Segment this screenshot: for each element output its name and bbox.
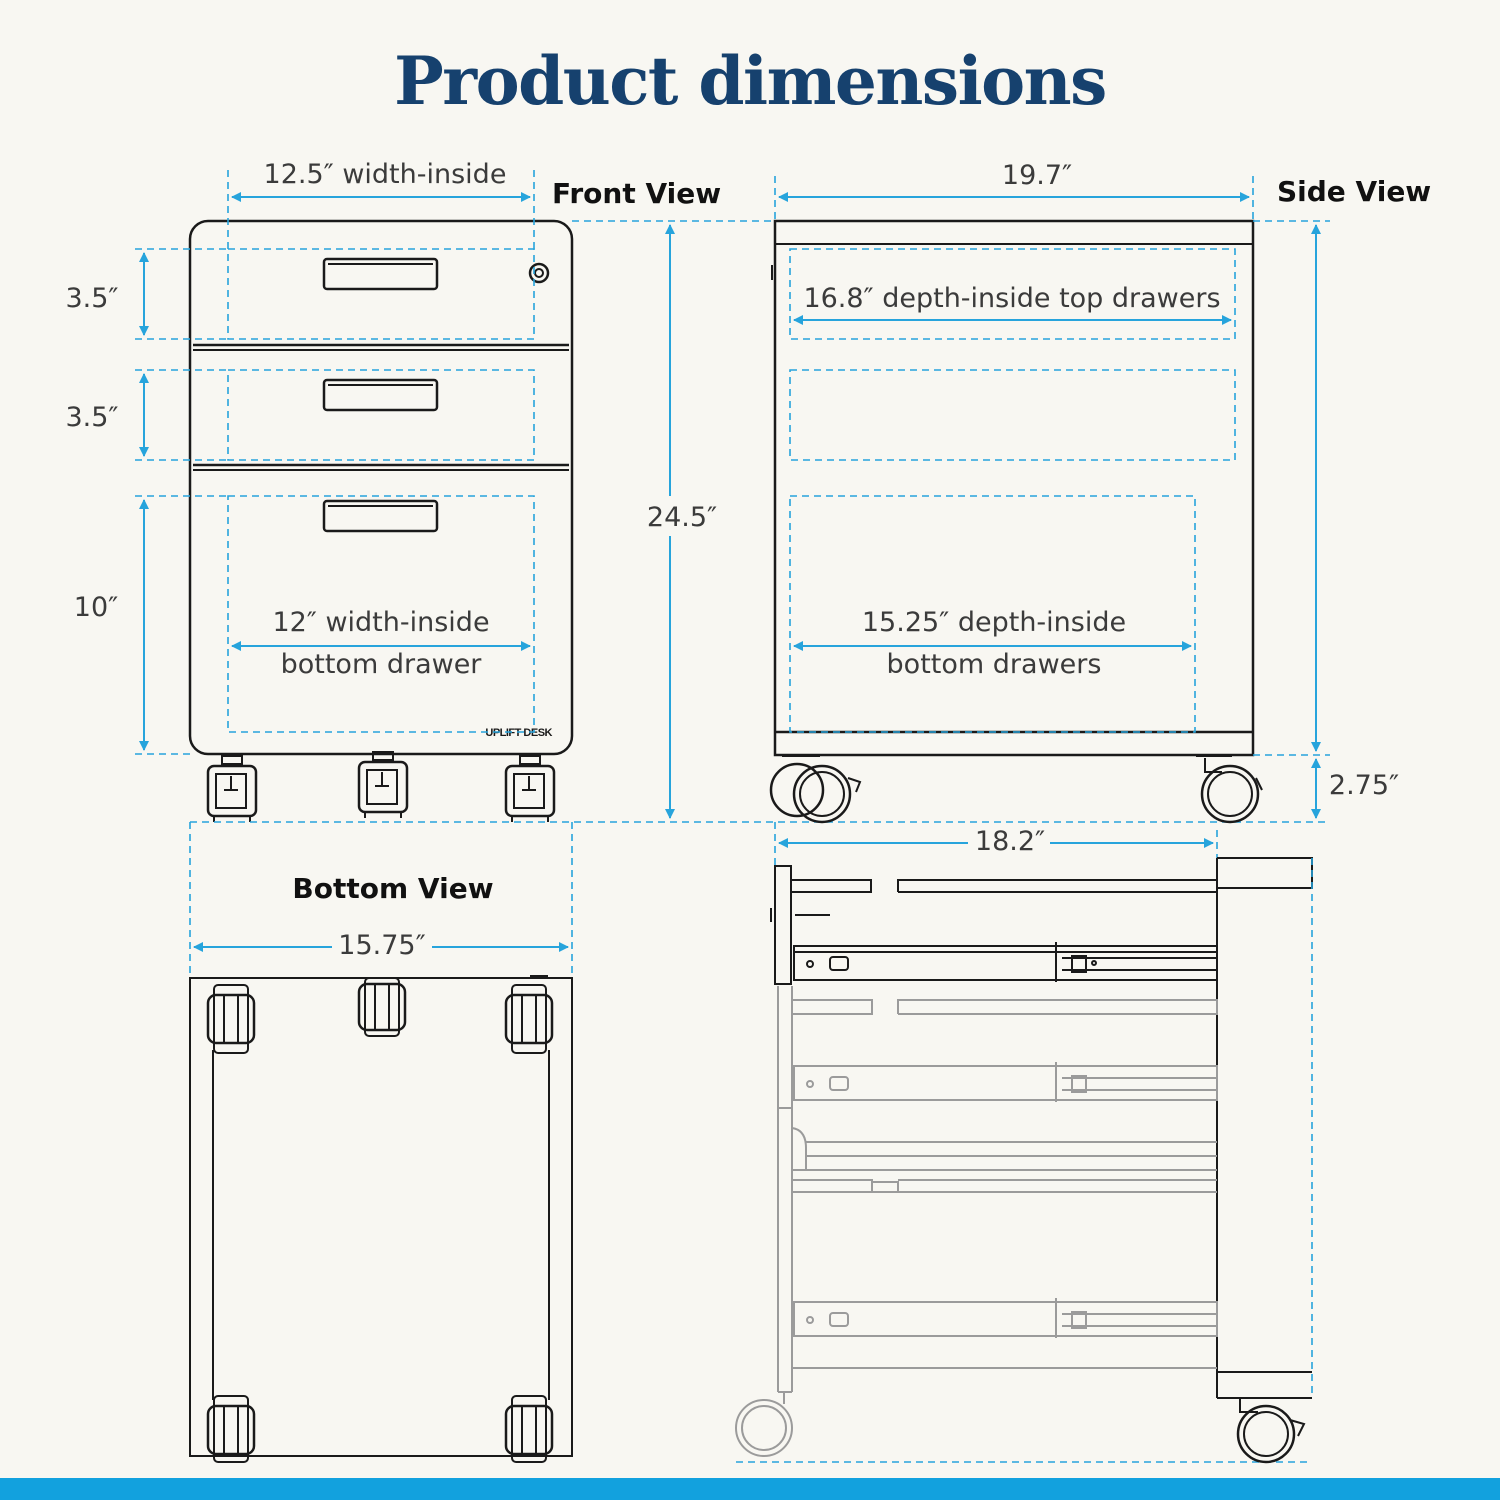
caster-bottom-rear-left: [206, 1395, 256, 1463]
front-view: Front View UPLIFT DESK: [65, 159, 1330, 823]
dim-front-width-inside: 12.5″ width-inside: [264, 159, 507, 190]
dim-top-drawer-height: 3.5″: [65, 283, 118, 314]
dim-side-depth: 19.7″: [1002, 160, 1072, 191]
page-title: Product dimensions: [394, 42, 1107, 120]
dim-bottom-width: 15.75″: [338, 930, 425, 961]
dim-extended-depth: 18.2″: [975, 826, 1045, 857]
dim-bottom-depth-inside: 15.25″ depth-inside: [862, 607, 1126, 638]
dim-bottom-drawer-height: 10″: [74, 592, 118, 623]
dim-total-height: 24.5″: [647, 502, 717, 533]
front-view-label: Front View: [552, 177, 721, 210]
cabinet-front-body: [188, 219, 574, 756]
drawer-extended-view: 18.2″: [735, 822, 1313, 1464]
cabinet-side-body: [773, 219, 1255, 757]
caster-side-rear: [1196, 755, 1263, 824]
dim-bottom-depth-inside-caption: bottom drawers: [887, 649, 1102, 680]
drawer-handle: [322, 378, 439, 412]
caster-side-front: [769, 755, 862, 824]
caster-extended-front: [735, 1391, 793, 1457]
drawer-handle: [322, 257, 439, 291]
caster-extended-rear: [1236, 1398, 1306, 1464]
caster-bottom-top-center: [357, 977, 407, 1037]
drawer-slide-rail-faded: [793, 1065, 1218, 1101]
caster-bottom-top-right: [504, 984, 554, 1054]
drawer-slide-rail: [793, 945, 1218, 981]
brand-logo: UPLIFT DESK: [485, 727, 552, 739]
dim-caster-height: 2.75″: [1329, 770, 1399, 801]
bottom-view-label: Bottom View: [292, 872, 493, 905]
caster-bottom-top-left: [206, 984, 256, 1054]
side-view: Side View 19.7″ 16.8″: [769, 160, 1431, 824]
dim-top-depth-inside: 16.8″ depth-inside top drawers: [803, 283, 1220, 314]
drawer-front-panel: [774, 865, 792, 985]
drawer-slide-rail-faded: [793, 1301, 1218, 1337]
drawer-handle: [322, 499, 439, 533]
caster-front-left: [206, 755, 258, 822]
bottom-view: Bottom View 15.75″: [189, 822, 573, 1463]
caster-front-right: [504, 755, 556, 822]
lock-icon: [528, 262, 550, 284]
dim-bottom-width-inside: 12″ width-inside: [272, 607, 489, 638]
dim-bottom-width-inside-caption: bottom drawer: [281, 649, 483, 680]
dim-middle-drawer-height: 3.5″: [65, 402, 118, 433]
side-view-label: Side View: [1277, 175, 1431, 208]
caster-front-center: [357, 751, 409, 818]
caster-bottom-rear-right: [504, 1395, 554, 1463]
bottom-accent-bar: [0, 1478, 1500, 1500]
